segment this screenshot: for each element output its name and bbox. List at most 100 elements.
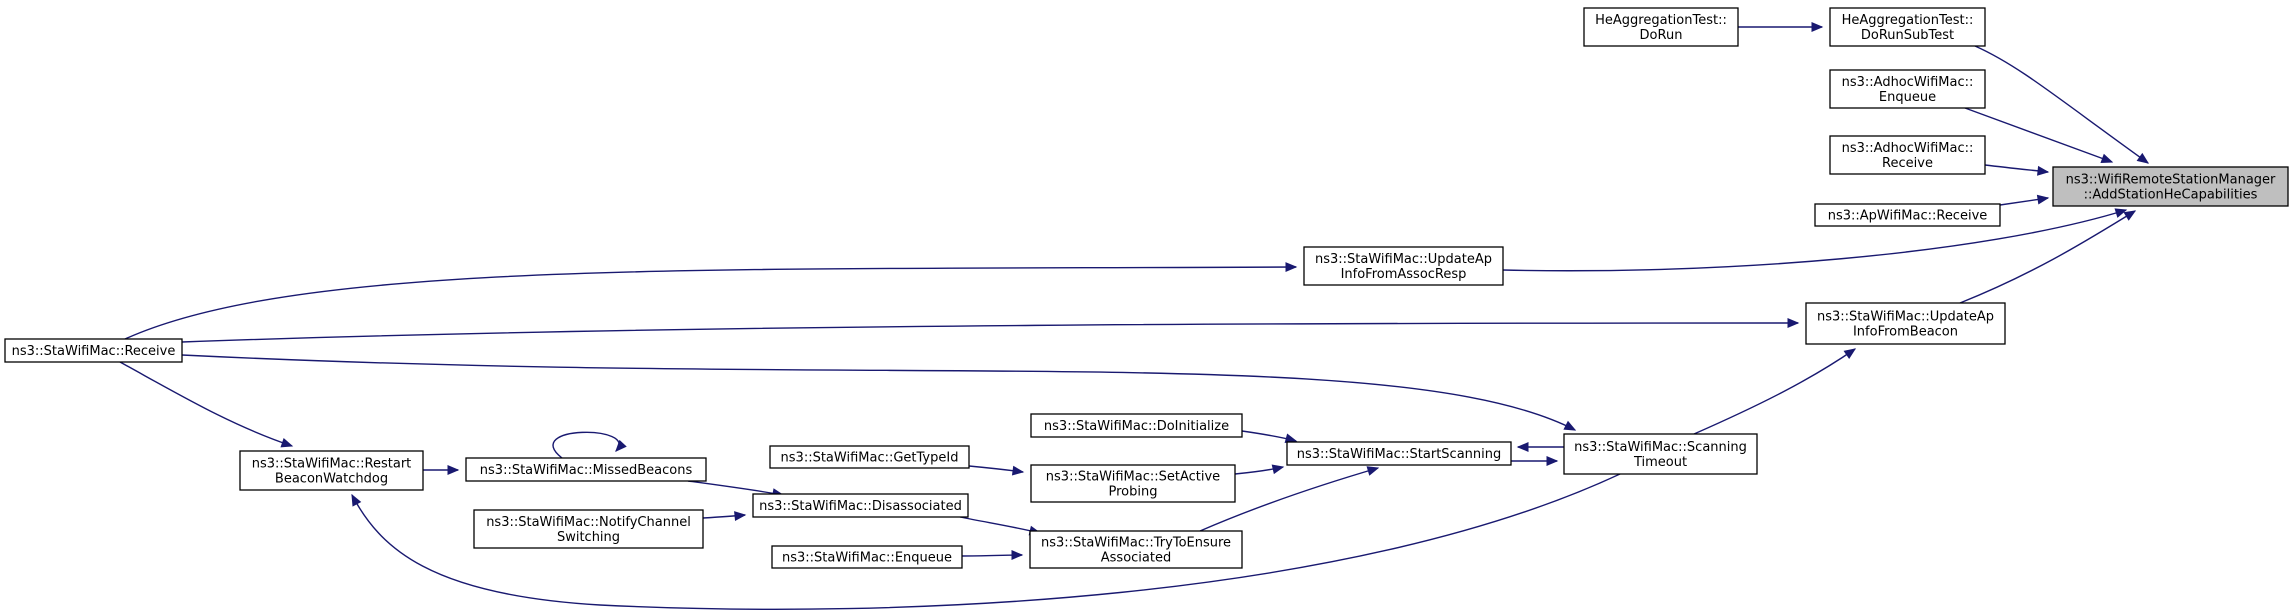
edge-he_subtest-to-root: [1974, 45, 2149, 164]
edge-update_beacon-to-root: [1959, 210, 2136, 304]
node-label-line: ns3::StaWifiMac::NotifyChannel: [486, 515, 691, 530]
node-missed-beacons[interactable]: ns3::StaWifiMac::MissedBeacons: [465, 457, 707, 482]
node-box: [1030, 464, 1236, 503]
node-box: [1829, 7, 1986, 47]
node-box: [1030, 413, 1243, 438]
node-box: [1829, 135, 1986, 175]
node-label-line: HeAggregationTest::: [1595, 13, 1727, 28]
node-label-line: ns3::ApWifiMac::Receive: [1828, 209, 1988, 224]
node-box: [1303, 246, 1504, 286]
node-box: [1583, 7, 1739, 47]
node-update-assoc[interactable]: ns3::StaWifiMac::UpdateApInfoFromAssocRe…: [1303, 246, 1504, 286]
node-label-line: ns3::WifiRemoteStationManager: [2066, 173, 2276, 188]
arrowhead-scan_timeout-to-start_scanning: [1516, 442, 1529, 452]
node-label-line: ::AddStationHeCapabilities: [2084, 188, 2258, 203]
node-label-line: ns3::StaWifiMac::DoInitialize: [1044, 419, 1229, 434]
node-label-line: Timeout: [1633, 455, 1687, 470]
node-sta-receive[interactable]: ns3::StaWifiMac::Receive: [4, 338, 183, 363]
node-he-dorun[interactable]: HeAggregationTest::DoRun: [1583, 7, 1739, 47]
node-box: [1814, 203, 2001, 227]
node-box: [771, 545, 963, 569]
edge-sta_receive-to-scan_timeout: [181, 354, 1576, 431]
arrowhead-adhoc_receive-to-root: [2037, 165, 2050, 176]
node-start-scanning[interactable]: ns3::StaWifiMac::StartScanning: [1286, 441, 1512, 466]
node-ap-receive[interactable]: ns3::ApWifiMac::Receive: [1814, 203, 2001, 227]
arrowhead-sta_receive-to-update_beacon: [1787, 318, 1800, 328]
node-root[interactable]: ns3::WifiRemoteStationManager::AddStatio…: [2052, 166, 2289, 207]
node-label-line: InfoFromBeacon: [1853, 325, 1958, 340]
node-label-line: ns3::AdhocWifiMac::: [1842, 141, 1974, 156]
edge-sta_receive-to-update_assoc: [124, 266, 1297, 340]
node-disassociated[interactable]: ns3::StaWifiMac::Disassociated: [752, 493, 969, 518]
arrowhead-try_ensure-to-start_scanning: [1366, 466, 1380, 476]
arrowhead-sta_receive-to-scan_timeout: [1563, 420, 1577, 431]
node-label-line: Associated: [1101, 551, 1171, 566]
node-label-line: ns3::StaWifiMac::UpdateAp: [1817, 310, 1994, 325]
arrowhead-he_dorun-to-he_subtest: [1811, 22, 1824, 32]
node-layer: ns3::WifiRemoteStationManager::AddStatio…: [4, 7, 2289, 569]
node-box: [4, 338, 183, 363]
edge-scan_timeout-to-restart_watchdog: [351, 473, 1621, 610]
edge-scan_timeout-to-update_beacon: [1693, 348, 1856, 435]
node-adhoc-receive[interactable]: ns3::AdhocWifiMac::Receive: [1829, 135, 1986, 175]
arrowhead-sta_receive-to-update_assoc: [1285, 262, 1298, 273]
arrowhead-scan_timeout-to-update_beacon: [1843, 348, 1857, 360]
node-label-line: ns3::StaWifiMac::MissedBeacons: [480, 463, 693, 478]
node-label-line: Probing: [1109, 485, 1158, 500]
node-box: [473, 509, 704, 549]
edge-missed_beacons-to-disassociated: [687, 480, 784, 496]
node-label-line: ns3::StaWifiMac::StartScanning: [1297, 447, 1502, 462]
node-get-typeid[interactable]: ns3::StaWifiMac::GetTypeId: [769, 445, 970, 469]
arrowhead-update_beacon-to-root: [2123, 210, 2137, 221]
node-label-line: InfoFromAssocResp: [1341, 267, 1467, 282]
arrowhead-get_typeid-to-set_active: [1011, 465, 1025, 476]
node-box: [2052, 166, 2289, 207]
node-box: [239, 450, 424, 491]
node-box: [1563, 433, 1758, 475]
node-do-initialize[interactable]: ns3::StaWifiMac::DoInitialize: [1030, 413, 1243, 438]
arrowhead-enqueue-to-try_ensure: [1011, 550, 1024, 560]
node-box: [1286, 441, 1512, 466]
edge-update_assoc-to-root: [1502, 209, 2127, 272]
edge-missed_beacons-to-missed_beacons: [552, 431, 620, 459]
arrowhead-start_scanning-to-scan_timeout: [1546, 456, 1559, 466]
arrowhead-ap_receive-to-root: [2036, 194, 2050, 205]
node-label-line: Switching: [557, 530, 620, 545]
node-label-line: DoRun: [1640, 28, 1683, 43]
edge-sta_receive-to-restart_watchdog: [119, 361, 293, 447]
node-label-line: ns3::StaWifiMac::SetActive: [1046, 470, 1220, 485]
arrowhead-he_subtest-to-root: [2136, 152, 2150, 164]
node-enqueue[interactable]: ns3::StaWifiMac::Enqueue: [771, 545, 963, 569]
edge-try_ensure-to-start_scanning: [1199, 467, 1379, 532]
node-label-line: Receive: [1882, 156, 1933, 171]
arrowhead-sta_receive-to-restart_watchdog: [280, 437, 294, 448]
node-box: [1029, 530, 1243, 569]
edge-disassociated-to-try_ensure: [959, 516, 1041, 534]
node-label-line: DoRunSubTest: [1861, 28, 1954, 43]
node-box: [769, 445, 970, 469]
arrowhead-missed_beacons-to-missed_beacons: [615, 439, 627, 452]
node-label-line: ns3::StaWifiMac::Receive: [12, 344, 176, 359]
node-label-line: ns3::StaWifiMac::TryToEnsure: [1041, 536, 1231, 551]
node-label-line: ns3::AdhocWifiMac::: [1842, 75, 1974, 90]
node-box: [1829, 69, 1986, 109]
node-box: [1805, 302, 2006, 345]
node-adhoc-enqueue[interactable]: ns3::AdhocWifiMac::Enqueue: [1829, 69, 1986, 109]
arrowhead-restart_watchdog-to-missed_beacons: [447, 465, 460, 475]
node-box: [752, 493, 969, 518]
arrowhead-update_assoc-to-root: [2114, 208, 2128, 218]
node-label-line: HeAggregationTest::: [1842, 13, 1974, 28]
node-he-subtest[interactable]: HeAggregationTest::DoRunSubTest: [1829, 7, 1986, 47]
node-label-line: ns3::StaWifiMac::Scanning: [1574, 440, 1747, 455]
node-label-line: ns3::StaWifiMac::Disassociated: [759, 499, 962, 514]
node-label-line: ns3::StaWifiMac::UpdateAp: [1315, 252, 1492, 267]
arrowhead-scan_timeout-to-restart_watchdog: [351, 493, 362, 507]
arrowhead-adhoc_enqueue-to-root: [2100, 153, 2114, 164]
